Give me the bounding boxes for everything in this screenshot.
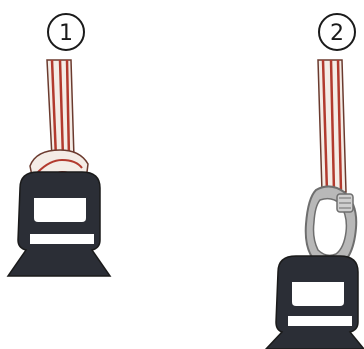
step-2: 2	[264, 13, 364, 349]
handle-icon	[264, 255, 364, 349]
strap-icon	[46, 59, 75, 159]
strap-icon	[317, 59, 347, 193]
carabiner-icon	[304, 185, 358, 267]
step-2-number: 2	[330, 21, 344, 46]
step-1-badge: 1	[47, 13, 85, 51]
step-2-badge: 2	[318, 13, 356, 51]
step-1: 1	[6, 13, 112, 277]
handle-icon	[6, 171, 112, 277]
step-1-number: 1	[59, 21, 73, 46]
